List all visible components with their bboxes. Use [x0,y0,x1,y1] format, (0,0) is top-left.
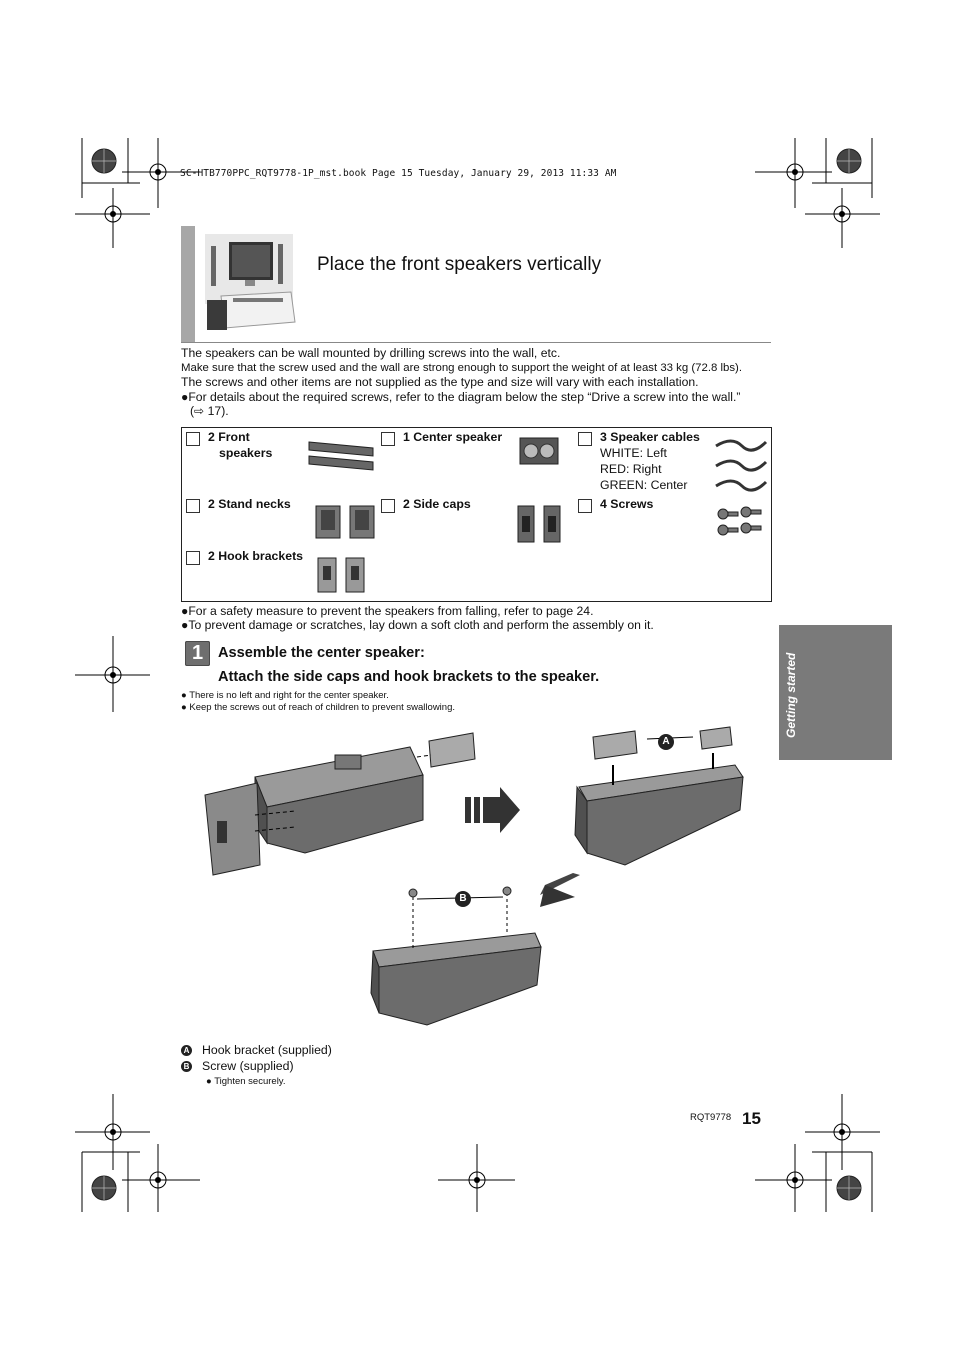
part-label: speakers [219,445,272,461]
bullet-item: ● Keep the screws out of reach of childr… [181,702,455,714]
step-arrow-right [465,787,520,833]
legend-item: B Screw (supplied) [181,1058,332,1074]
callout-a-badge: A [658,734,674,750]
step-bullets: ● There is no left and right for the cen… [181,690,455,714]
page-title: Place the front speakers vertically [317,254,601,276]
legend: A Hook bracket (supplied) B Screw (supplie… [181,1042,332,1090]
checkbox[interactable] [381,432,395,446]
step-subheading: Attach the side caps and hook brackets t… [218,669,599,685]
callout-b: B [455,888,471,907]
front-speakers-image [307,438,377,474]
part-label: 4 Screws [600,496,653,512]
step-heading: Assemble the center speaker: [218,645,425,661]
note-line: ●To prevent damage or scratches, lay dow… [181,619,654,633]
legend-item: A Hook bracket (supplied) [181,1042,332,1058]
callout-a: A [658,731,674,750]
checkbox[interactable] [186,499,200,513]
part-label: 1 Center speaker [403,429,502,445]
checkbox[interactable] [186,551,200,565]
legend-note: ● Tighten securely. [181,1074,332,1090]
intro-line: Make sure that the screw used and the wa… [181,361,781,376]
bullet-item: ● There is no left and right for the cen… [181,690,455,702]
part-description: GREEN: Center [600,477,687,493]
part-label: 2 Hook brackets [208,548,303,564]
title-accent-bar [181,226,195,342]
legend-badge: B [181,1061,192,1072]
part-label: 2 Side caps [403,496,471,512]
intro-line: The speakers can be wall mounted by dril… [181,346,781,361]
checkbox[interactable] [578,432,592,446]
speaker-cables-image [712,432,768,494]
file-header: SC-HTB770PPC_RQT9778-1P_mst.book Page 15… [180,168,616,179]
side-caps-image [515,502,567,546]
callout-b-badge: B [455,891,471,907]
stand-necks-image [312,502,380,542]
legend-text: Hook bracket (supplied) [202,1043,332,1057]
center-speaker-image [518,434,562,470]
parts-checklist: 2 Front speakers 1 Center speaker 3 Spea… [181,427,772,602]
title-block [181,226,771,343]
intro-text: The speakers can be wall mounted by dril… [181,346,781,419]
legend-badge: A [181,1045,192,1056]
part-description: RED: Right [600,461,662,477]
speaker-with-screws [371,887,541,1025]
part-description: WHITE: Left [600,445,667,461]
checkbox[interactable] [578,499,592,513]
center-speaker-side-view [205,733,475,875]
step-arrow-down-left [540,873,580,907]
document-code: RQT9778 [690,1112,731,1123]
intro-line: ●For details about the required screws, … [181,390,781,405]
intro-line: (⇨ 17). [181,404,781,419]
part-label: 2 Stand necks [208,496,291,512]
part-label: 2 Front [208,429,250,445]
step-number: 1 [185,641,210,666]
screws-image [714,504,764,540]
note-line: ●For a safety measure to prevent the spe… [181,605,654,619]
intro-line: The screws and other items are not suppl… [181,375,781,390]
part-label: 3 Speaker cables [600,429,700,445]
assembly-illustration [195,725,755,1045]
checkbox[interactable] [186,432,200,446]
home-theater-illustration [203,234,299,338]
checkbox[interactable] [381,499,395,513]
page-number: 15 [742,1109,761,1129]
legend-text: Screw (supplied) [202,1059,294,1073]
safety-notes: ●For a safety measure to prevent the spe… [181,605,654,632]
section-tab-label: Getting started [784,653,798,738]
hook-brackets-image [314,554,372,596]
